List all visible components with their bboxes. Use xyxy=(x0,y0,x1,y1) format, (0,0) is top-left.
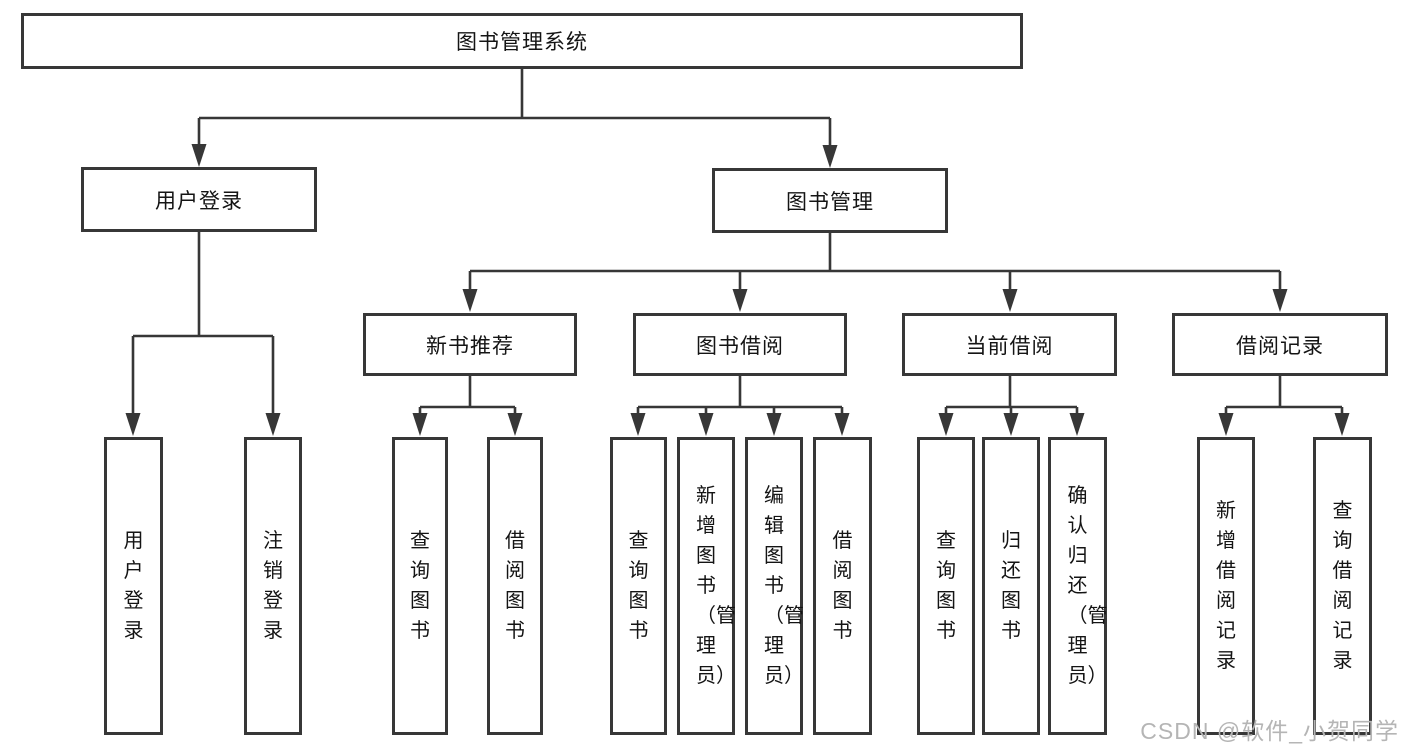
leaf-logout-label: 注销登录 xyxy=(263,530,283,642)
leaf-borrow-books-label: 借阅图书 xyxy=(832,530,853,642)
leaf-recommend-query-books-label: 查询图书 xyxy=(410,530,430,642)
leaf-add-borrow-record-label: 新增借阅记录 xyxy=(1216,500,1236,672)
node-book-management: 图书管理 xyxy=(712,168,948,233)
arrowhead xyxy=(630,413,646,436)
node-current-borrow: 当前借阅 xyxy=(902,313,1117,376)
node-user-login-label: 用户登录 xyxy=(155,189,243,213)
leaf-add-borrow-record: 新增借阅记录 xyxy=(1197,437,1255,735)
arrowhead xyxy=(822,145,838,168)
leaf-confirm-return-admin-label: 确认归还（管理员） xyxy=(1067,485,1108,687)
leaf-logout: 注销登录 xyxy=(244,437,302,735)
leaf-add-books-admin-label: 新增图书（管理员） xyxy=(696,485,736,687)
leaf-edit-books-admin-label: 编辑图书（管理员） xyxy=(764,485,804,687)
leaf-return-books-label: 归还图书 xyxy=(1001,530,1021,642)
connector-root-to-level2 xyxy=(197,69,832,150)
arrowhead xyxy=(125,413,141,436)
leaf-borrow-query-books: 查询图书 xyxy=(610,437,667,735)
connector-login-to-leaves xyxy=(131,232,275,419)
leaf-user-login: 用户登录 xyxy=(104,437,163,735)
arrowhead xyxy=(1069,413,1085,436)
connector-recommend-to-leaves xyxy=(418,376,517,419)
node-book-borrow: 图书借阅 xyxy=(633,313,847,376)
arrowhead xyxy=(698,413,714,436)
arrowhead xyxy=(1272,289,1288,312)
root-node-library-system: 图书管理系统 xyxy=(21,13,1023,69)
node-new-book-recommend: 新书推荐 xyxy=(363,313,577,376)
leaf-current-query-books-label: 查询图书 xyxy=(936,530,956,642)
leaf-query-borrow-record-label: 查询借阅记录 xyxy=(1332,500,1353,672)
node-user-login: 用户登录 xyxy=(81,167,317,232)
node-book-borrow-label: 图书借阅 xyxy=(696,334,784,358)
node-book-management-label: 图书管理 xyxy=(786,190,874,214)
arrowhead xyxy=(938,413,954,436)
leaf-borrow-query-books-label: 查询图书 xyxy=(628,530,649,642)
leaf-recommend-query-books: 查询图书 xyxy=(392,437,448,735)
connector-records-to-leaves xyxy=(1224,376,1344,419)
node-borrow-records: 借阅记录 xyxy=(1172,313,1388,376)
connector-borrow-to-leaves xyxy=(636,376,844,419)
arrowheads xyxy=(125,144,1350,436)
leaf-borrow-books: 借阅图书 xyxy=(813,437,872,735)
node-new-book-recommend-label: 新书推荐 xyxy=(426,334,514,358)
arrowhead xyxy=(1002,289,1018,312)
arrowhead xyxy=(265,413,281,436)
leaf-edit-books-admin: 编辑图书（管理员） xyxy=(745,437,804,735)
arrowhead xyxy=(412,413,428,436)
arrowhead xyxy=(1003,413,1019,436)
arrowhead xyxy=(191,144,207,167)
leaf-confirm-return-admin: 确认归还（管理员） xyxy=(1048,437,1108,735)
leaf-query-borrow-record: 查询借阅记录 xyxy=(1313,437,1372,735)
connector-mgmt-to-level3 xyxy=(468,233,1282,295)
leaf-current-query-books: 查询图书 xyxy=(917,437,975,735)
arrowhead xyxy=(1334,413,1350,436)
node-borrow-records-label: 借阅记录 xyxy=(1236,334,1324,358)
csdn-watermark: CSDN @软件_小贺同学 xyxy=(1140,718,1399,744)
connector-current-to-leaves xyxy=(944,376,1079,419)
leaf-add-books-admin: 新增图书（管理员） xyxy=(677,437,736,735)
leaf-user-login-label: 用户登录 xyxy=(123,530,144,642)
arrowhead xyxy=(507,413,523,436)
arrowhead xyxy=(766,413,782,436)
arrowhead xyxy=(1218,413,1234,436)
leaf-recommend-borrow-books: 借阅图书 xyxy=(487,437,543,735)
node-current-borrow-label: 当前借阅 xyxy=(965,334,1054,358)
arrowhead xyxy=(732,289,748,312)
leaf-return-books: 归还图书 xyxy=(982,437,1040,735)
leaf-recommend-borrow-books-label: 借阅图书 xyxy=(505,530,525,642)
arrowhead xyxy=(834,413,850,436)
arrowhead xyxy=(462,289,478,312)
root-node-label: 图书管理系统 xyxy=(456,31,588,54)
